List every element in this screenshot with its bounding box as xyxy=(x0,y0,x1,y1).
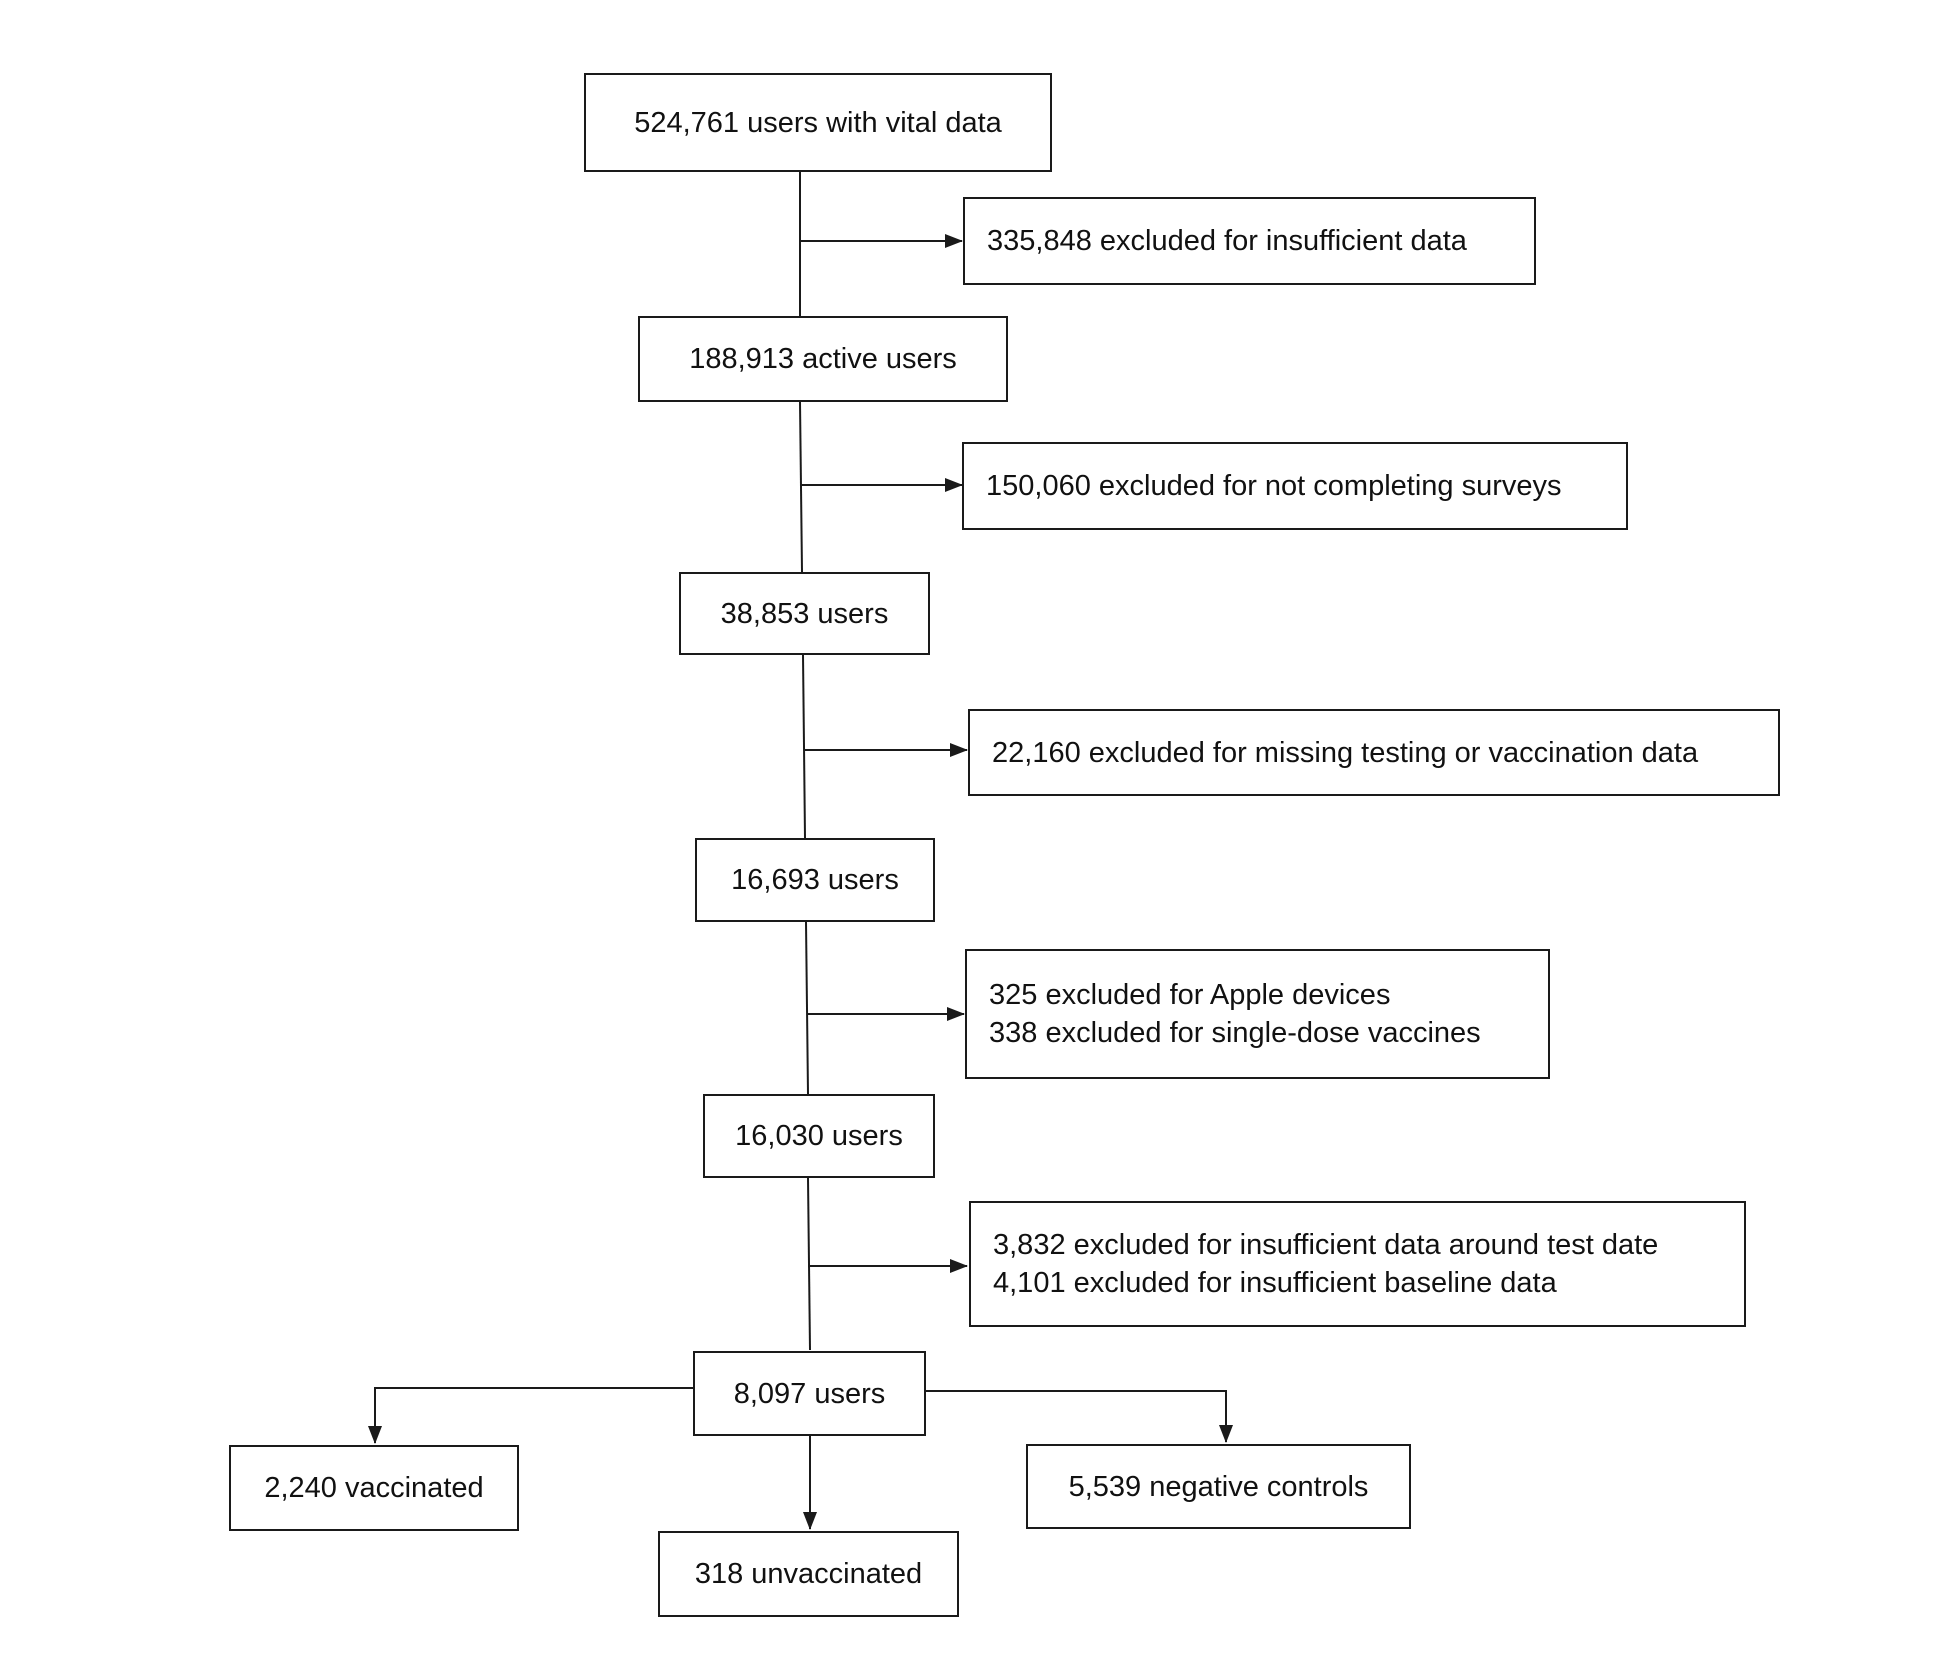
stage-label: 524,761 users with vital data xyxy=(634,106,1002,139)
stage-box-final-users: 8,097 users xyxy=(693,1351,926,1436)
stage-label: 16,030 users xyxy=(735,1120,903,1152)
stage-box-device-users: 16,030 users xyxy=(703,1094,935,1178)
branch-arrow-negative-controls xyxy=(926,1390,1233,1443)
stage-box-testing-users: 16,693 users xyxy=(695,838,935,922)
exclusion-box-devices-vaccines: 325 excluded for Apple devices 338 exclu… xyxy=(965,949,1550,1079)
stage-label: 16,693 users xyxy=(731,864,899,896)
spine-connector-3 xyxy=(802,654,806,839)
stage-box-vital-data: 524,761 users with vital data xyxy=(584,73,1052,172)
outcome-label: 2,240 vaccinated xyxy=(264,1472,484,1504)
outcome-label: 5,539 negative controls xyxy=(1068,1470,1369,1503)
exclusion-label-baseline: 4,101 excluded for insufficient baseline… xyxy=(993,1267,1557,1299)
stage-box-active-users: 188,913 active users xyxy=(638,316,1008,402)
stage-box-survey-users: 38,853 users xyxy=(679,572,930,655)
outcome-box-vaccinated: 2,240 vaccinated xyxy=(229,1445,519,1531)
branch-arrow-vaccinated xyxy=(368,1387,693,1444)
stage-label: 188,913 active users xyxy=(689,343,957,375)
exclusion-label: 150,060 excluded for not completing surv… xyxy=(986,470,1562,502)
outcome-label: 318 unvaccinated xyxy=(694,1558,923,1590)
outcome-box-negative-controls: 5,539 negative controls xyxy=(1026,1444,1411,1529)
exclusion-label: 22,160 excluded for missing testing or v… xyxy=(992,736,1699,769)
spine-connector-5 xyxy=(807,1177,811,1351)
spine-connector-2 xyxy=(799,401,803,573)
exclusion-box-surveys: 150,060 excluded for not completing surv… xyxy=(962,442,1628,530)
exclusion-label: 335,848 excluded for insufficient data xyxy=(987,225,1467,257)
exclusion-box-missing-testing: 22,160 excluded for missing testing or v… xyxy=(968,709,1780,796)
stage-label: 38,853 users xyxy=(720,597,889,630)
exclusion-label-test-date: 3,832 excluded for insufficient data aro… xyxy=(993,1229,1659,1261)
exclusion-label-single-dose: 338 excluded for single-dose vaccines xyxy=(989,1017,1481,1049)
spine-connector-4 xyxy=(805,921,809,1095)
exclusion-box-insufficient-data: 335,848 excluded for insufficient data xyxy=(963,197,1536,285)
outcome-box-unvaccinated: 318 unvaccinated xyxy=(658,1531,959,1617)
exclusion-label-apple: 325 excluded for Apple devices xyxy=(989,979,1391,1011)
stage-label: 8,097 users xyxy=(733,1377,886,1410)
exclusion-box-baseline-data: 3,832 excluded for insufficient data aro… xyxy=(969,1201,1746,1327)
